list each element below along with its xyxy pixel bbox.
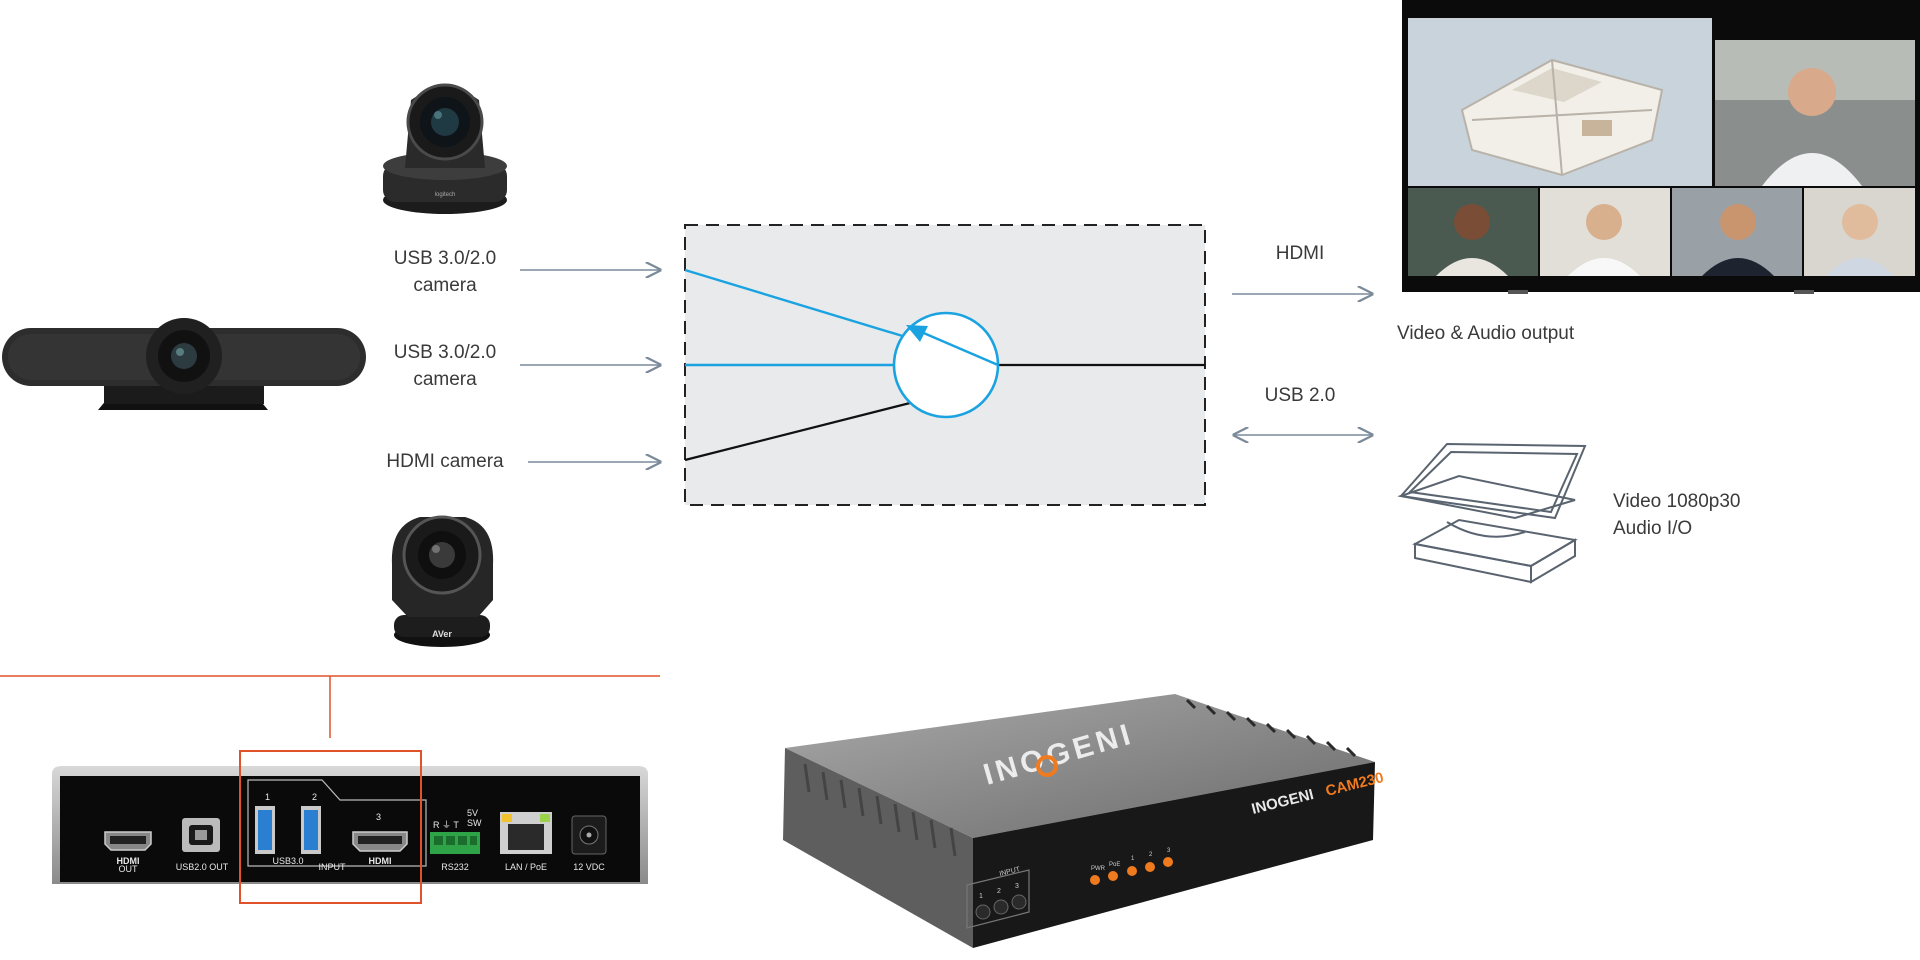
input-button-3 [1011, 894, 1027, 910]
button-2-number: 2 [997, 888, 1001, 895]
led-1-label: 1 [1131, 856, 1135, 862]
lan-poe-port-label: LAN / PoE [505, 862, 547, 872]
led-2 [1145, 862, 1155, 872]
ptz-camera-bottom-image: AVer [391, 515, 494, 647]
hdmi-display-image [1402, 0, 1920, 294]
usb-output-label: USB 2.0 [1264, 385, 1336, 406]
usb3-group-label: USB3.0 [272, 856, 303, 866]
button-1-number: 1 [979, 893, 983, 900]
ptz-bottom-brand-label: AVer [432, 629, 452, 639]
ptz-top-brand-label: logitech [435, 192, 456, 198]
rs232-5v-label: 5V [467, 808, 478, 818]
input-label-hdmi: HDMI camera [386, 451, 504, 472]
hdmi-output-label: HDMI [1275, 243, 1325, 264]
led-poe-label: PoE [1109, 862, 1120, 868]
led-3-label: 3 [1167, 848, 1171, 854]
hdmi-out-sub-label: OUT [119, 864, 139, 874]
dc-power-port-label: 12 VDC [573, 862, 605, 872]
led-1 [1127, 866, 1137, 876]
led-pwr [1090, 875, 1100, 885]
hdmi-input-3-number: 3 [376, 812, 381, 822]
input-button-2 [993, 899, 1009, 915]
selector-arrowhead [906, 325, 928, 342]
inogeni-device-image: INOGENI INOGENI CAM230 INPUT 1 2 3 PWR P… [783, 694, 1385, 948]
led-3 [1163, 857, 1173, 867]
button-3-number: 3 [1015, 883, 1019, 890]
hdmi-in-port-label: HDMI [369, 856, 392, 866]
path-input-3 [684, 401, 911, 462]
usb-input-2-number: 2 [312, 792, 317, 802]
input-group-label: INPUT [319, 862, 347, 872]
input-button-1 [975, 904, 991, 920]
input-ports-highlight [239, 750, 422, 904]
hdmi-out-port-label: HDMI [117, 856, 140, 866]
ptz-camera-top-image: logitech [383, 83, 507, 214]
usb-host-device-image [1397, 442, 1587, 584]
rs232-pin-labels: R ⏚ T [433, 820, 459, 830]
led-poe [1108, 871, 1118, 881]
usb-input-1-number: 1 [265, 792, 270, 802]
usb-out-port-label: USB2.0 OUT [176, 862, 229, 872]
hdmi-output-caption: Video & Audio output [1397, 323, 1575, 344]
rear-panel-image: HDMI OUT USB2.0 OUT 1 2 3 USB3.0 INPUT H… [52, 766, 648, 884]
conference-bar-camera-image [2, 318, 366, 410]
led-2-label: 2 [1149, 852, 1153, 858]
led-pwr-label: PWR [1091, 866, 1106, 872]
rs232-sw-label: SW [467, 818, 482, 828]
rs232-port-label: RS232 [441, 862, 469, 872]
